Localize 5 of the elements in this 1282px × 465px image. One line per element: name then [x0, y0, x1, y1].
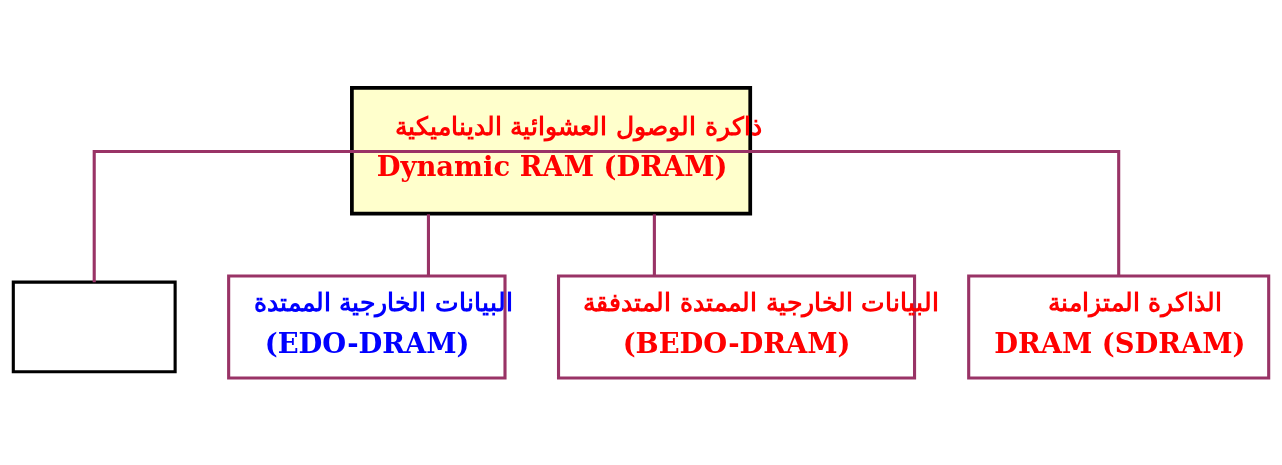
connector: [652, 213, 656, 276]
connector: [92, 149, 552, 282]
node-box: [11, 280, 177, 373]
connector: [426, 213, 430, 276]
connector: [551, 149, 1121, 276]
